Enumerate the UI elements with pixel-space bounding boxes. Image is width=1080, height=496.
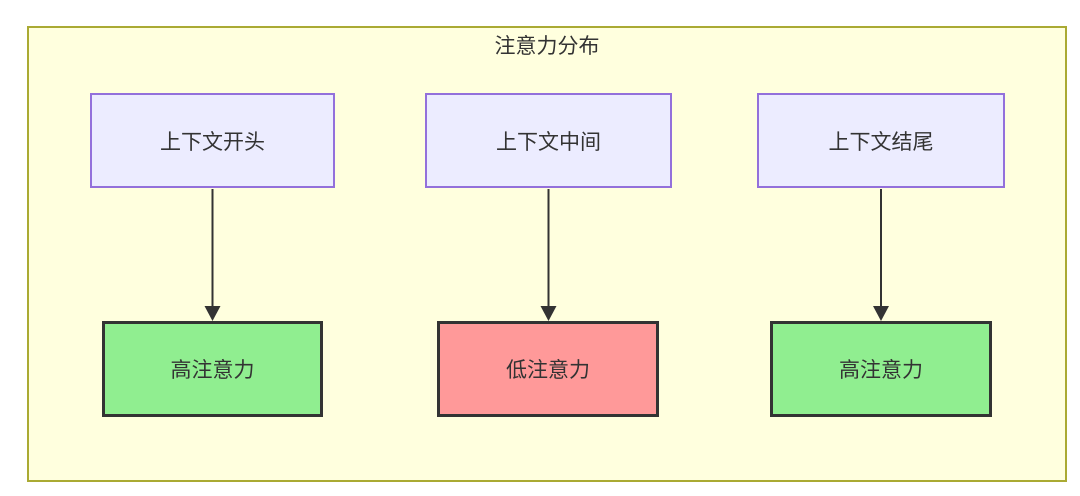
node-context-start-label: 上下文开头 bbox=[160, 130, 265, 154]
node-high-attention-start-label: 高注意力 bbox=[170, 359, 255, 382]
diagram-title: 注意力分布 bbox=[494, 35, 600, 58]
node-context-end: 上下文结尾 bbox=[757, 93, 1005, 188]
node-high-attention-end-label: 高注意力 bbox=[839, 359, 923, 382]
node-high-attention-start: 高注意力 bbox=[102, 321, 323, 417]
node-context-end-label: 上下文结尾 bbox=[828, 130, 934, 154]
node-low-attention-middle-label: 低注意力 bbox=[506, 359, 590, 382]
node-low-attention-middle: 低注意力 bbox=[437, 321, 659, 417]
node-high-attention-end: 高注意力 bbox=[770, 321, 992, 417]
node-context-middle-label: 上下文中间 bbox=[496, 130, 601, 154]
node-context-start: 上下文开头 bbox=[90, 93, 335, 188]
node-context-middle: 上下文中间 bbox=[425, 93, 672, 188]
